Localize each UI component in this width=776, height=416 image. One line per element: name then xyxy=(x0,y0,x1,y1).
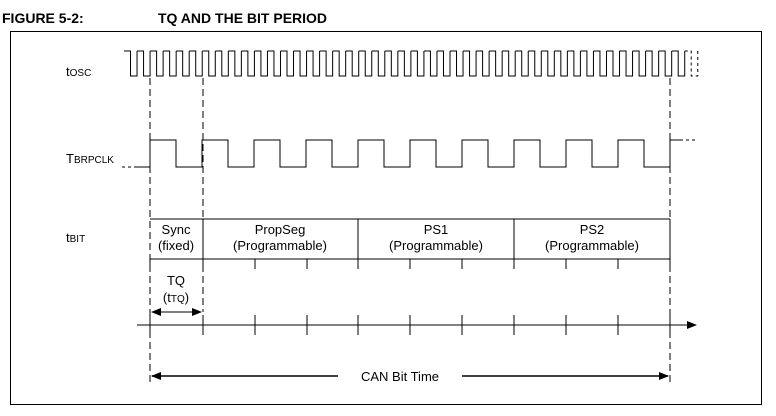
tbrpclk-pulses xyxy=(137,139,680,168)
time-axis-ticks xyxy=(149,315,671,335)
ps2-label-line1: PS2 xyxy=(580,222,605,237)
sync-label-line2: (fixed) xyxy=(158,238,194,253)
ps1-label-line2: (Programmable) xyxy=(389,238,483,253)
figure-number: FIGURE 5-2: xyxy=(2,10,84,26)
ps2-label-line2: (Programmable) xyxy=(545,238,639,253)
ps1-label-line1: PS1 xyxy=(424,222,449,237)
segment-tq-ticks xyxy=(149,259,671,269)
tosc-leadout xyxy=(684,50,699,77)
tosc-waveform xyxy=(124,50,699,77)
figure-title: TQ AND THE BIT PERIOD xyxy=(158,10,328,26)
diagram-frame xyxy=(10,31,762,405)
tbrpclk-label: TBRPCLK xyxy=(66,151,114,166)
bit-segments xyxy=(150,218,671,260)
propseg-label-line1: PropSeg xyxy=(255,222,306,237)
bit-time-label: CAN Bit Time xyxy=(361,369,439,384)
tosc-label: tOSC xyxy=(66,64,91,79)
propseg-label-line2: (Programmable) xyxy=(233,238,327,253)
tbit-label: tBIT xyxy=(66,230,85,245)
tq-label: TQ xyxy=(167,273,185,288)
sync-label-line1: Sync xyxy=(162,222,191,237)
tbrpclk-waveform xyxy=(122,139,698,168)
tosc-pulses xyxy=(124,50,686,77)
tq-sub-label: (tTQ) xyxy=(163,290,189,305)
